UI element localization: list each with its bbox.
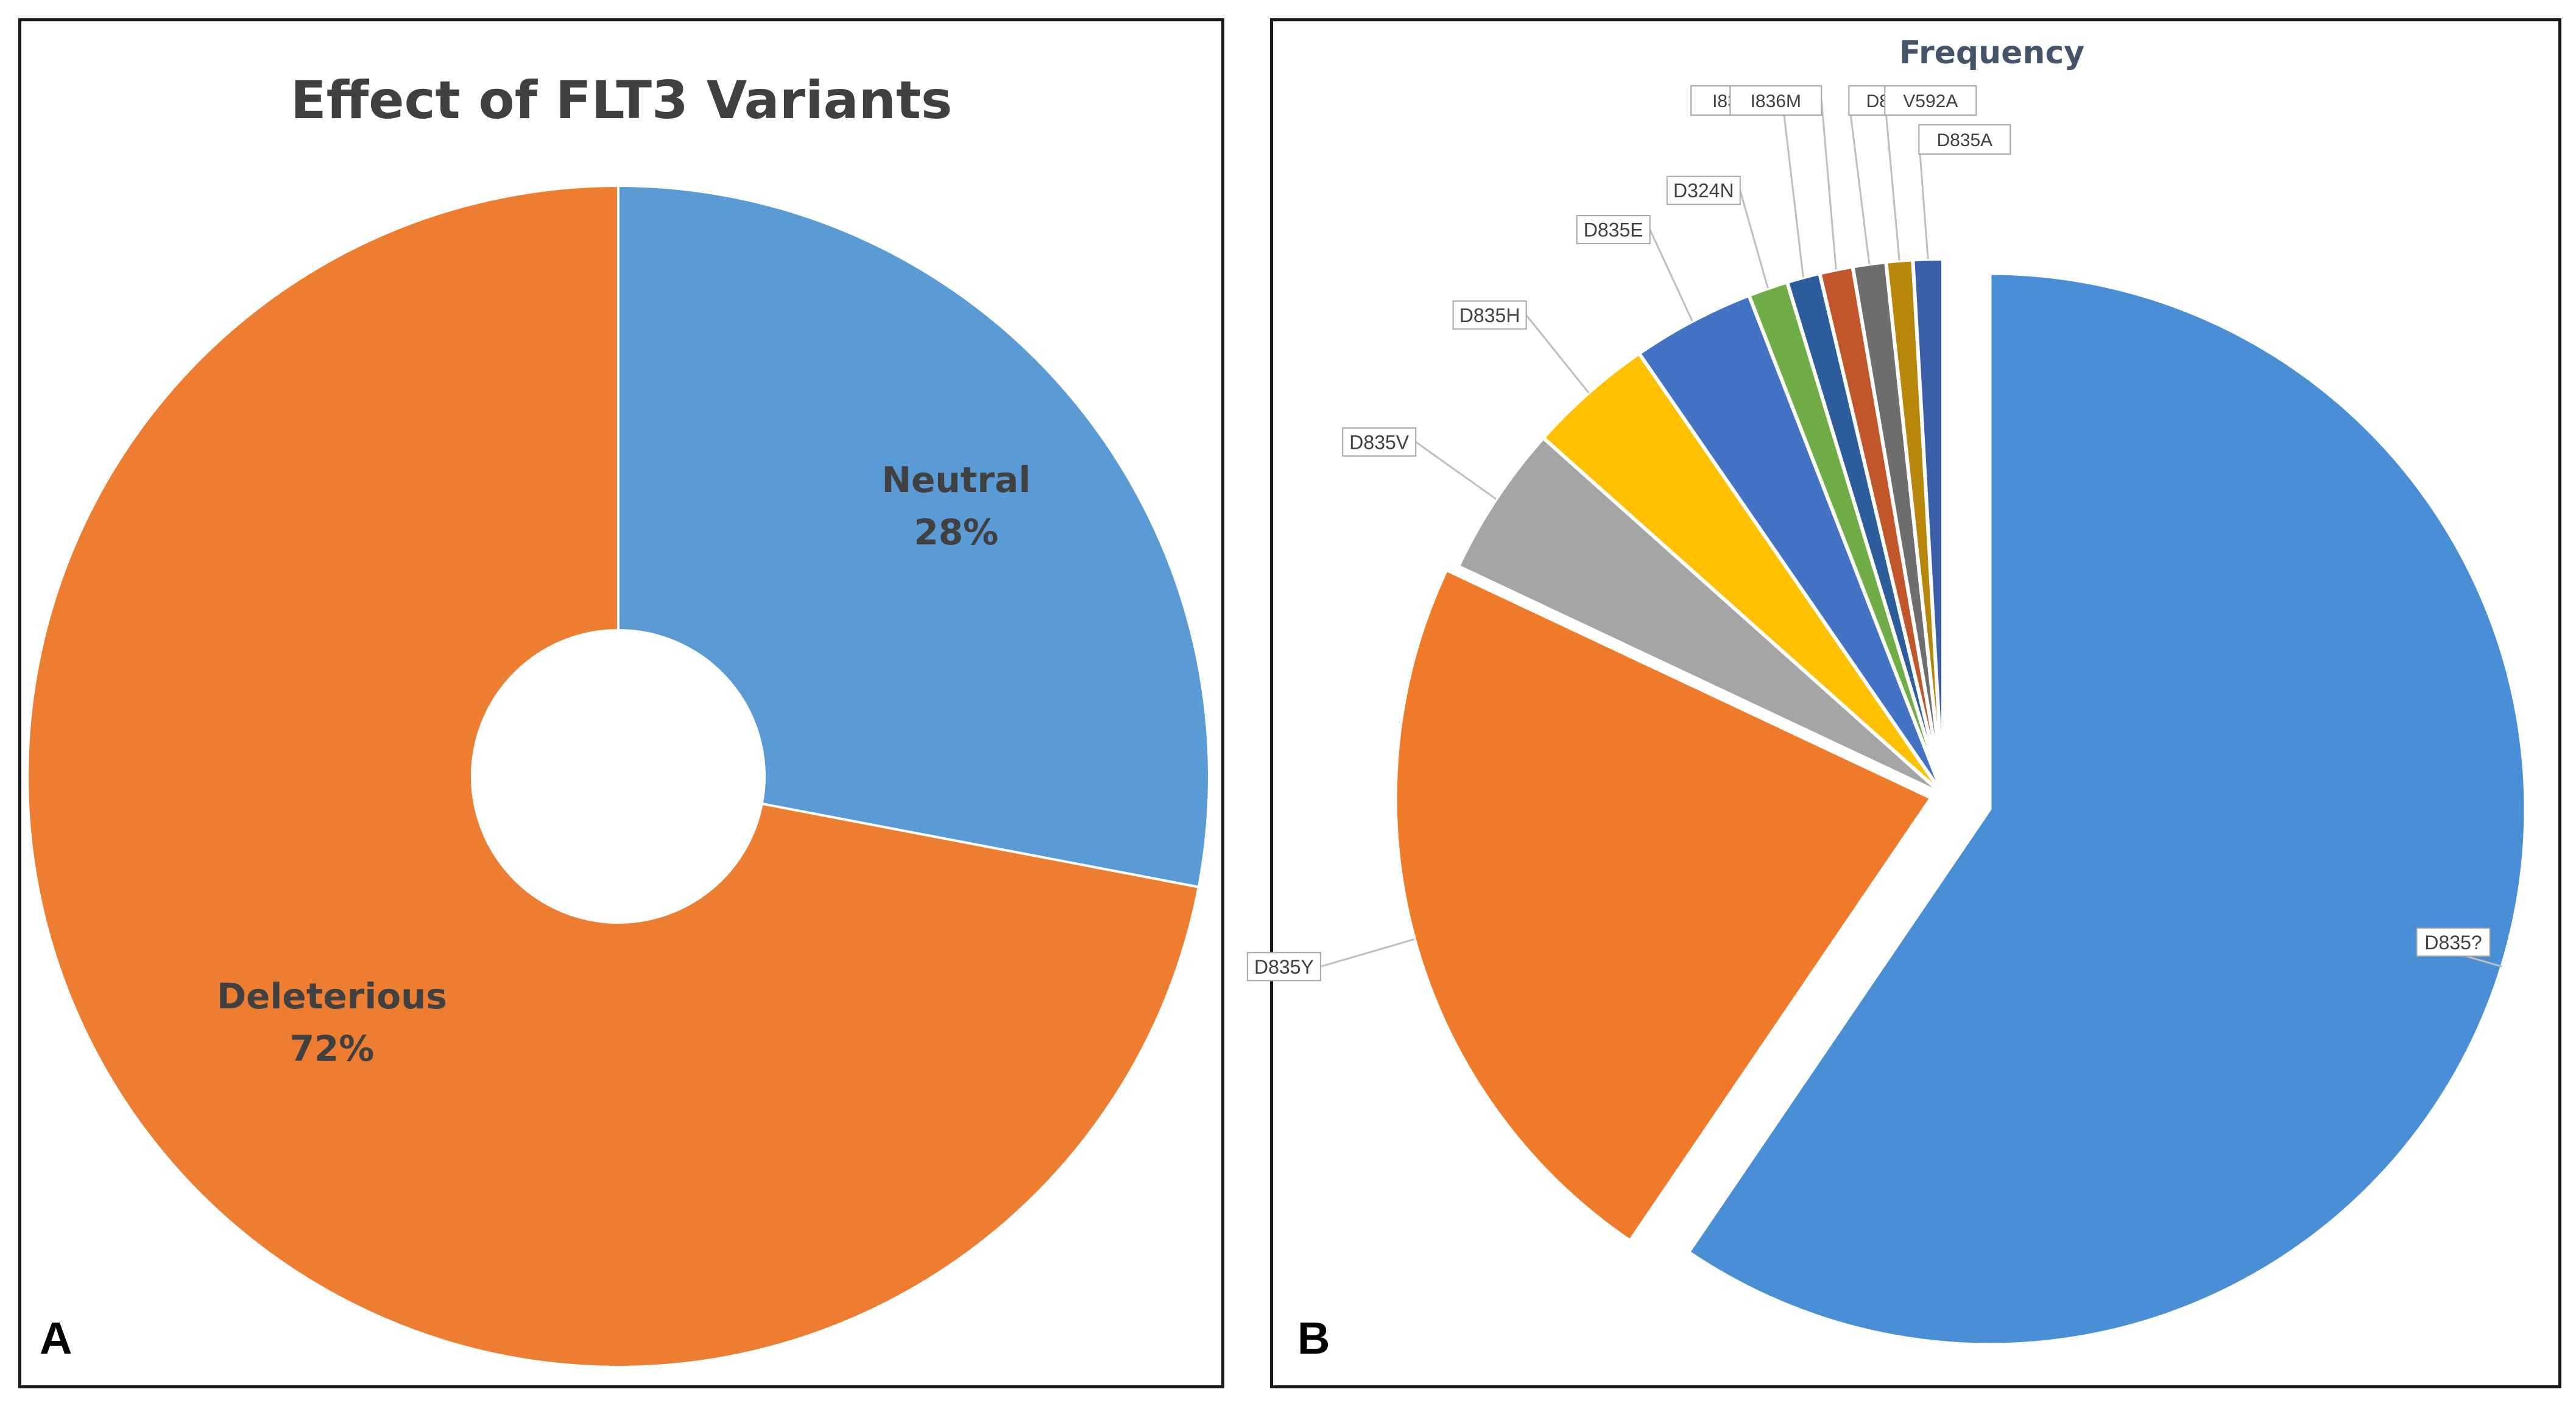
callout-label-d835v: D835V xyxy=(1349,431,1410,453)
panel-a: Effect of FLT3 Variants Neutral 28% Delete… xyxy=(18,18,1224,1388)
leader-line-d835n xyxy=(1847,100,1871,264)
leader-line-d835v xyxy=(1415,441,1497,500)
donut-chart: Neutral 28% Deleterious 72% xyxy=(26,184,1210,1368)
pie-chart: D835?D835YD835VD835HD835ED324NI836HI836M… xyxy=(1246,85,2528,1347)
callout-box-d835 xyxy=(2416,927,2491,957)
callout-label-i836m: I836M xyxy=(1751,91,1801,111)
slice-value-deleterious: 72% xyxy=(290,1028,375,1069)
callout-label-v592a: V592A xyxy=(1903,91,1958,111)
callout-box-d835y xyxy=(1246,952,1321,982)
slice-label-neutral: Neutral xyxy=(882,459,1031,501)
slice-d835y xyxy=(1393,567,1935,1244)
callout-label-d835e: D835E xyxy=(1584,219,1643,241)
callout-box-d835v xyxy=(1342,427,1417,457)
callout-box-d835e xyxy=(1576,215,1651,245)
slice-deleterious xyxy=(26,184,1201,1368)
callout-box-d835h xyxy=(1452,300,1527,330)
slice-d835 xyxy=(1685,271,2528,1347)
leader-line-d324n xyxy=(1739,190,1769,289)
callout-label-d835: D835? xyxy=(2424,932,2482,954)
callout-box-i836m xyxy=(1729,85,1823,116)
callout-label-d835a: D835A xyxy=(1936,130,1992,150)
slice-d835v xyxy=(1455,435,1944,796)
panel-b-letter: B xyxy=(1297,1313,1330,1363)
slice-value-neutral: 28% xyxy=(914,511,998,553)
slice-label-deleterious: Deleterious xyxy=(217,975,447,1017)
panel-a-letter: A xyxy=(40,1313,72,1363)
leader-line-i836m xyxy=(1820,100,1837,270)
leader-line-d835a xyxy=(1918,139,1929,259)
leader-line-i836h xyxy=(1781,100,1804,278)
slice-neutral xyxy=(617,184,1210,889)
callout-label-d324n: D324N xyxy=(1673,180,1734,202)
chart-b-title: Frequency xyxy=(1899,35,2085,71)
slice-d835a xyxy=(1911,256,1945,795)
leader-line-d835e xyxy=(1649,229,1693,322)
panel-b: Frequency D835? D835Y D835V D835H D835E D324N… xyxy=(1246,18,2561,1388)
chart-a-title: Effect of FLT3 Variants xyxy=(290,70,953,131)
callout-box-d324n xyxy=(1666,175,1741,205)
callout-box-v592a xyxy=(1884,85,1977,116)
callout-label-d835h: D835H xyxy=(1459,304,1520,326)
leader-line-d835h xyxy=(1525,314,1590,393)
slice-d835e xyxy=(1636,292,1945,796)
slice-d835h xyxy=(1540,351,1945,796)
leader-line-d835y xyxy=(1320,938,1415,968)
callout-box-d835a xyxy=(1918,124,2011,155)
leader-line-v592a xyxy=(1883,100,1900,261)
callout-label-d835y: D835Y xyxy=(1254,956,1314,978)
